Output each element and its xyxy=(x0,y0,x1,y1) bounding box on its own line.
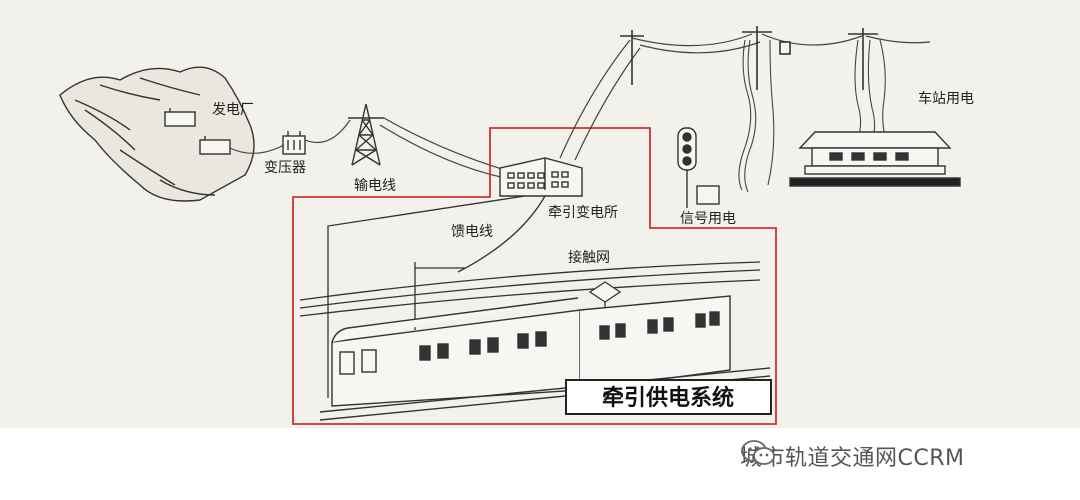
transmission-line-label: 输电线 xyxy=(354,178,396,194)
train-illustration xyxy=(319,295,771,421)
feeder-line-label: 馈电线 xyxy=(451,224,493,240)
traction-substation-illustration xyxy=(499,157,583,197)
utility-poles xyxy=(620,26,878,90)
mountains-illustration xyxy=(59,66,255,202)
transformer-label: 变压器 xyxy=(264,160,306,176)
transformer-illustration xyxy=(282,131,306,155)
watermark: 城市轨道交通网CCRM xyxy=(740,438,965,474)
catenary-illustration xyxy=(299,261,761,330)
watermark-text: 城市轨道交通网CCRM xyxy=(740,446,965,471)
traction-substation-label: 牵引变电所 xyxy=(548,205,618,221)
station-building-illustration xyxy=(789,131,961,187)
wechat-icon xyxy=(741,440,775,465)
power-plant-label: 发电厂 xyxy=(212,102,254,118)
power-plant-illustration xyxy=(164,108,231,155)
power-supply-diagram: 发电厂 变压器 输电线 xyxy=(59,26,974,425)
catenary-label: 接触网 xyxy=(568,249,610,266)
signal-power-label: 信号用电 xyxy=(680,211,736,227)
signal-light-illustration xyxy=(677,127,720,208)
station-power-label: 车站用电 xyxy=(918,90,974,107)
traction-system-highlight xyxy=(292,127,777,425)
system-title-label: 牵引供电系统 xyxy=(602,385,734,411)
transmission-tower-illustration xyxy=(348,103,384,166)
feeder-wires xyxy=(327,195,546,398)
system-title-box xyxy=(565,379,772,415)
